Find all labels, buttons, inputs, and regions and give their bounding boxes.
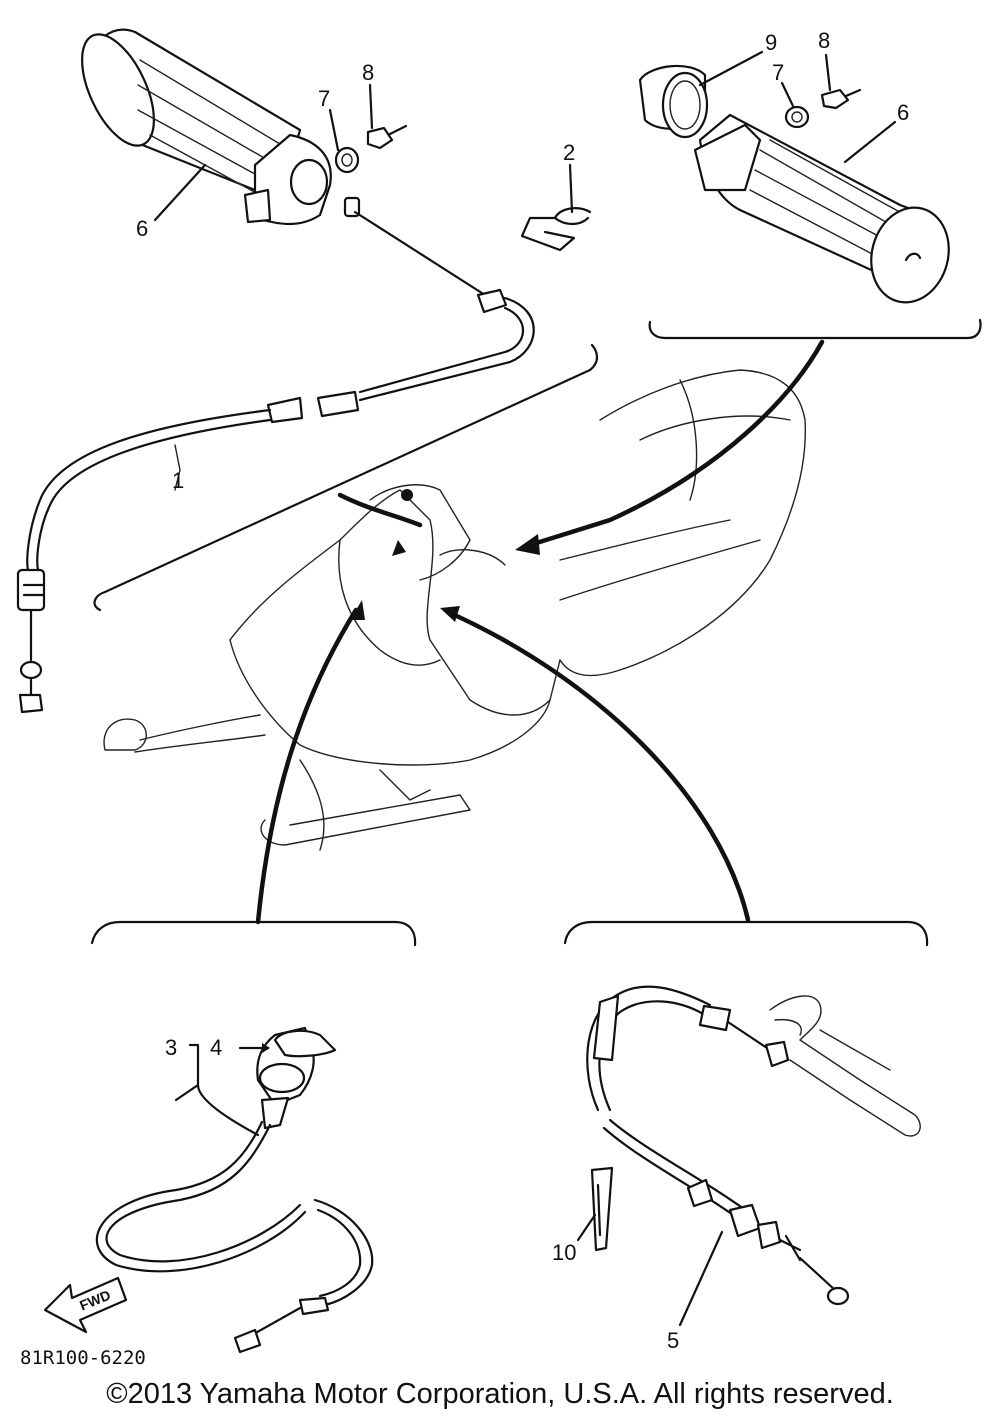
right-grip	[693, 113, 950, 304]
callout-2: 2	[563, 140, 575, 165]
throttle-cable	[16, 196, 535, 714]
left-screw	[366, 124, 408, 150]
forward-direction-arrow: FWD	[43, 1276, 128, 1334]
callout-7-left: 7	[318, 86, 330, 111]
callout-5: 5	[667, 1328, 679, 1353]
pointer-lines	[255, 339, 825, 925]
main-switch-assembly	[95, 1026, 374, 1354]
callout-8-right: 8	[818, 28, 830, 53]
callout-3: 3	[165, 1035, 177, 1060]
grip-end-ring	[638, 64, 709, 139]
callout-6-left: 6	[136, 216, 148, 241]
right-washer	[784, 105, 810, 129]
callout-3-bracket	[174, 1043, 260, 1137]
copyright-notice: ©2013 Yamaha Motor Corporation, U.S.A. A…	[106, 1378, 894, 1410]
callout-7-right: 7	[772, 60, 784, 85]
callout-8-left: 8	[362, 60, 374, 85]
callout-4: 4	[210, 1035, 222, 1060]
cable-clip	[520, 207, 592, 252]
section-dividers	[90, 318, 982, 947]
left-throttle-grip	[81, 28, 332, 226]
callout-10: 10	[552, 1240, 576, 1265]
callout-9: 9	[765, 30, 777, 55]
callout-1: 1	[172, 468, 184, 493]
leader-lines	[153, 50, 897, 1327]
brake-cable	[586, 985, 850, 1306]
brake-lever	[769, 995, 921, 1137]
left-washer	[334, 146, 360, 174]
right-screw	[820, 88, 862, 110]
diagram-code: 81R100-6220	[20, 1347, 146, 1369]
key	[238, 1029, 337, 1058]
callout-labels: 1 2 3 4 5 6 6 7 7 8 8 9 10 81R100-6220	[20, 28, 909, 1369]
lock-pin	[576, 1166, 614, 1252]
callout-6-right: 6	[897, 100, 909, 125]
